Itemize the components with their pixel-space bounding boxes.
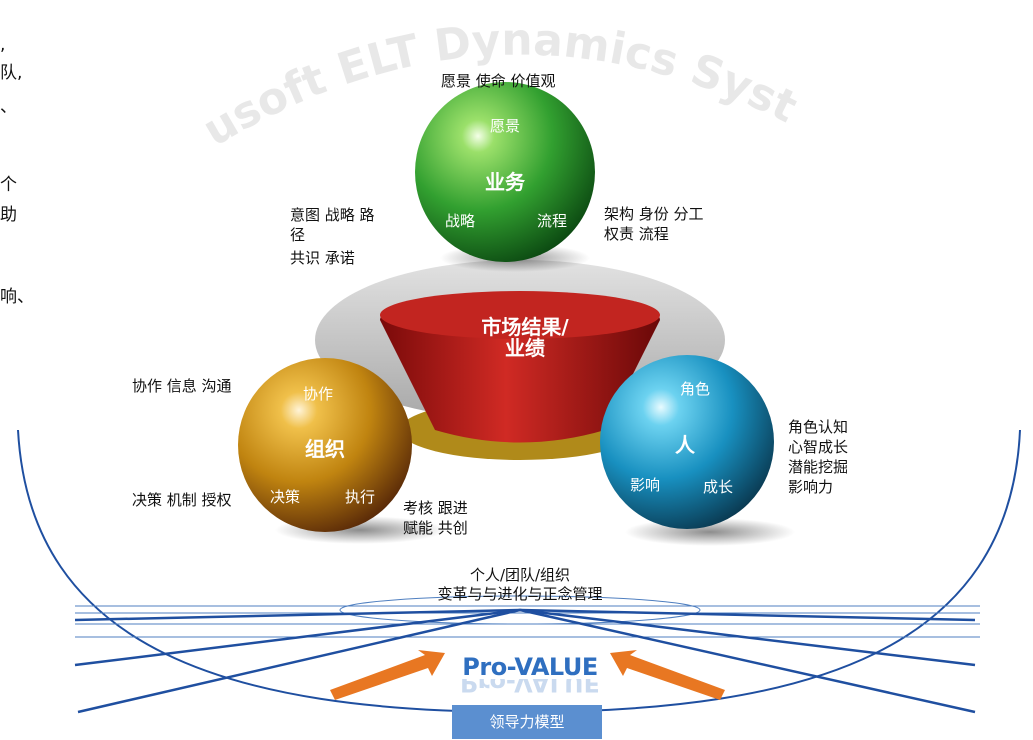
annotation-upper-left-2: 径	[290, 226, 306, 244]
annotation-upper-right-1: 架构 身份 分工	[604, 205, 704, 223]
annotation-right-2: 心智成长	[788, 438, 849, 456]
base-line1: 个人/团队/组织	[469, 566, 571, 584]
people-right-label: 成长	[703, 478, 734, 496]
business-left-label: 战略	[444, 212, 475, 230]
organization-left-label: 决策	[270, 488, 301, 506]
annotation-bottom-middle-2: 赋能 共创	[403, 519, 468, 537]
bowl-label-line2: 业绩	[505, 336, 545, 360]
business-top-label: 愿景	[489, 117, 520, 135]
edge-text-4: 个	[0, 175, 17, 195]
left-arrow-icon	[330, 650, 445, 700]
annotation-left-bottom: 决策 机制 授权	[132, 491, 232, 509]
model-name-reflection: Pro-VALUE	[460, 679, 600, 697]
people-center-label: 人	[675, 433, 695, 457]
bowl-label-line1: 市场结果/	[481, 315, 569, 339]
annotation-right-4: 影响力	[788, 478, 834, 496]
model-name: Pro-VALUE	[462, 653, 598, 681]
annotation-right-1: 角色认知	[788, 418, 849, 436]
annotation-left-top: 协作 信息 沟通	[132, 377, 232, 395]
organization-right-label: 执行	[345, 488, 376, 506]
edge-text-1: ,	[0, 35, 6, 55]
annotation-top: 愿景 使命 价值观	[441, 72, 556, 90]
watermark-text: Neusoft ELT Dynamics System	[0, 0, 805, 157]
business-sphere	[415, 82, 595, 262]
people-left-label: 影响	[630, 476, 661, 494]
people-top-label: 角色	[679, 380, 710, 398]
edge-text-2: 队,	[0, 63, 23, 83]
organization-top-label: 协作	[303, 385, 334, 403]
business-center-label: 业务	[485, 170, 525, 194]
edge-text-6: 响、	[0, 287, 34, 307]
edge-text-5: 助	[0, 205, 17, 225]
annotation-bottom-middle-1: 考核 跟进	[403, 499, 468, 517]
annotation-upper-right-2: 权责 流程	[604, 225, 669, 243]
right-arrow-icon	[610, 650, 725, 700]
converging-lines	[74, 608, 976, 714]
model-caption: 领导力模型	[452, 705, 602, 739]
bowl-rim	[380, 291, 660, 339]
annotation-upper-left-3: 共识 承诺	[290, 249, 355, 267]
organization-sphere	[238, 358, 412, 532]
annotation-upper-left-1: 意图 战略 路	[290, 206, 375, 224]
edge-text-3: 、	[0, 97, 17, 117]
people-sphere	[600, 355, 774, 529]
business-right-label: 流程	[536, 212, 567, 230]
annotation-right-3: 潜能挖掘	[788, 458, 849, 476]
base-grid	[75, 595, 980, 638]
base-line2: 变革与与进化与正念管理	[437, 585, 603, 603]
organization-center-label: 组织	[305, 437, 345, 461]
